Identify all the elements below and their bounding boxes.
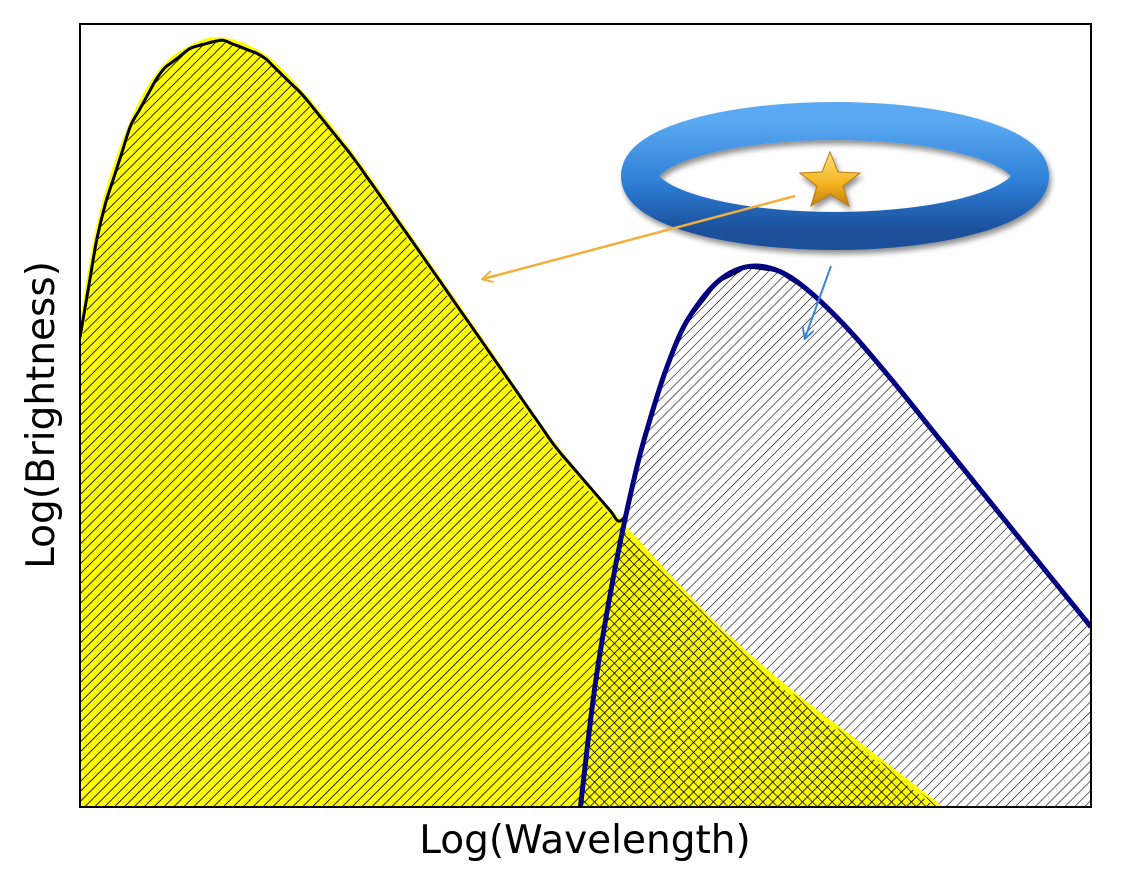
disk-illustration — [621, 102, 1049, 250]
star-illustration — [798, 150, 862, 208]
ring-icon — [621, 102, 1049, 250]
plot-frame — [79, 23, 1092, 808]
star-icon — [798, 150, 862, 208]
arrow-star-to-stellar — [483, 194, 796, 279]
overlap-crosshatch — [580, 530, 940, 807]
arrow-ring-to-disk — [805, 265, 832, 338]
series-0-hatch — [80, 39, 940, 807]
y-axis-label: Log(Brightness) — [19, 261, 64, 569]
plot-content — [80, 36, 1091, 807]
x-axis-label: Log(Wavelength) — [419, 818, 750, 863]
series-1-line — [577, 263, 1091, 807]
